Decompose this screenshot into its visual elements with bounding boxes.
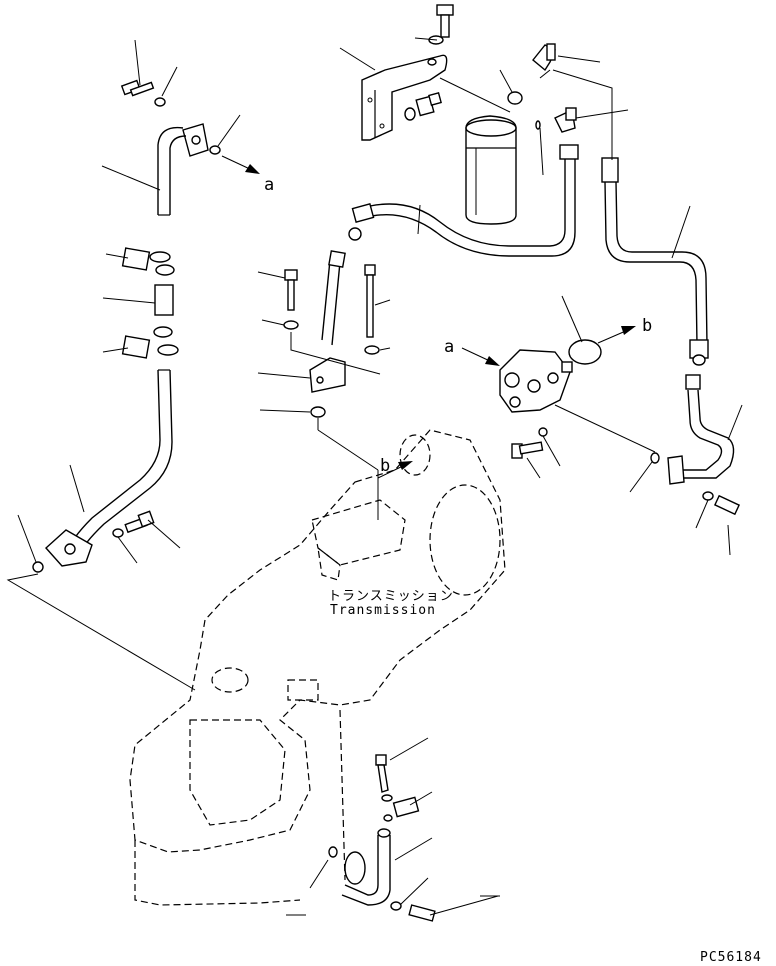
right-pipe (667, 374, 743, 556)
filter-assembly (339, 4, 709, 366)
transmission-housing (129, 429, 506, 916)
ref-marker-a-left: a (264, 175, 275, 195)
left-pipe-assembly (6, 39, 260, 691)
component-label-english: Transmission (330, 603, 436, 618)
ref-marker-b-valve: b (642, 316, 653, 336)
figure-number: PC56184 (700, 950, 762, 965)
valve-block (461, 295, 660, 493)
drain-assembly (341, 737, 500, 922)
ref-marker-b-housing: b (380, 456, 391, 476)
ref-marker-a-valve: a (444, 337, 455, 357)
center-pipe-assembly (257, 250, 391, 520)
component-label-japanese: トランスミッション (328, 589, 454, 604)
